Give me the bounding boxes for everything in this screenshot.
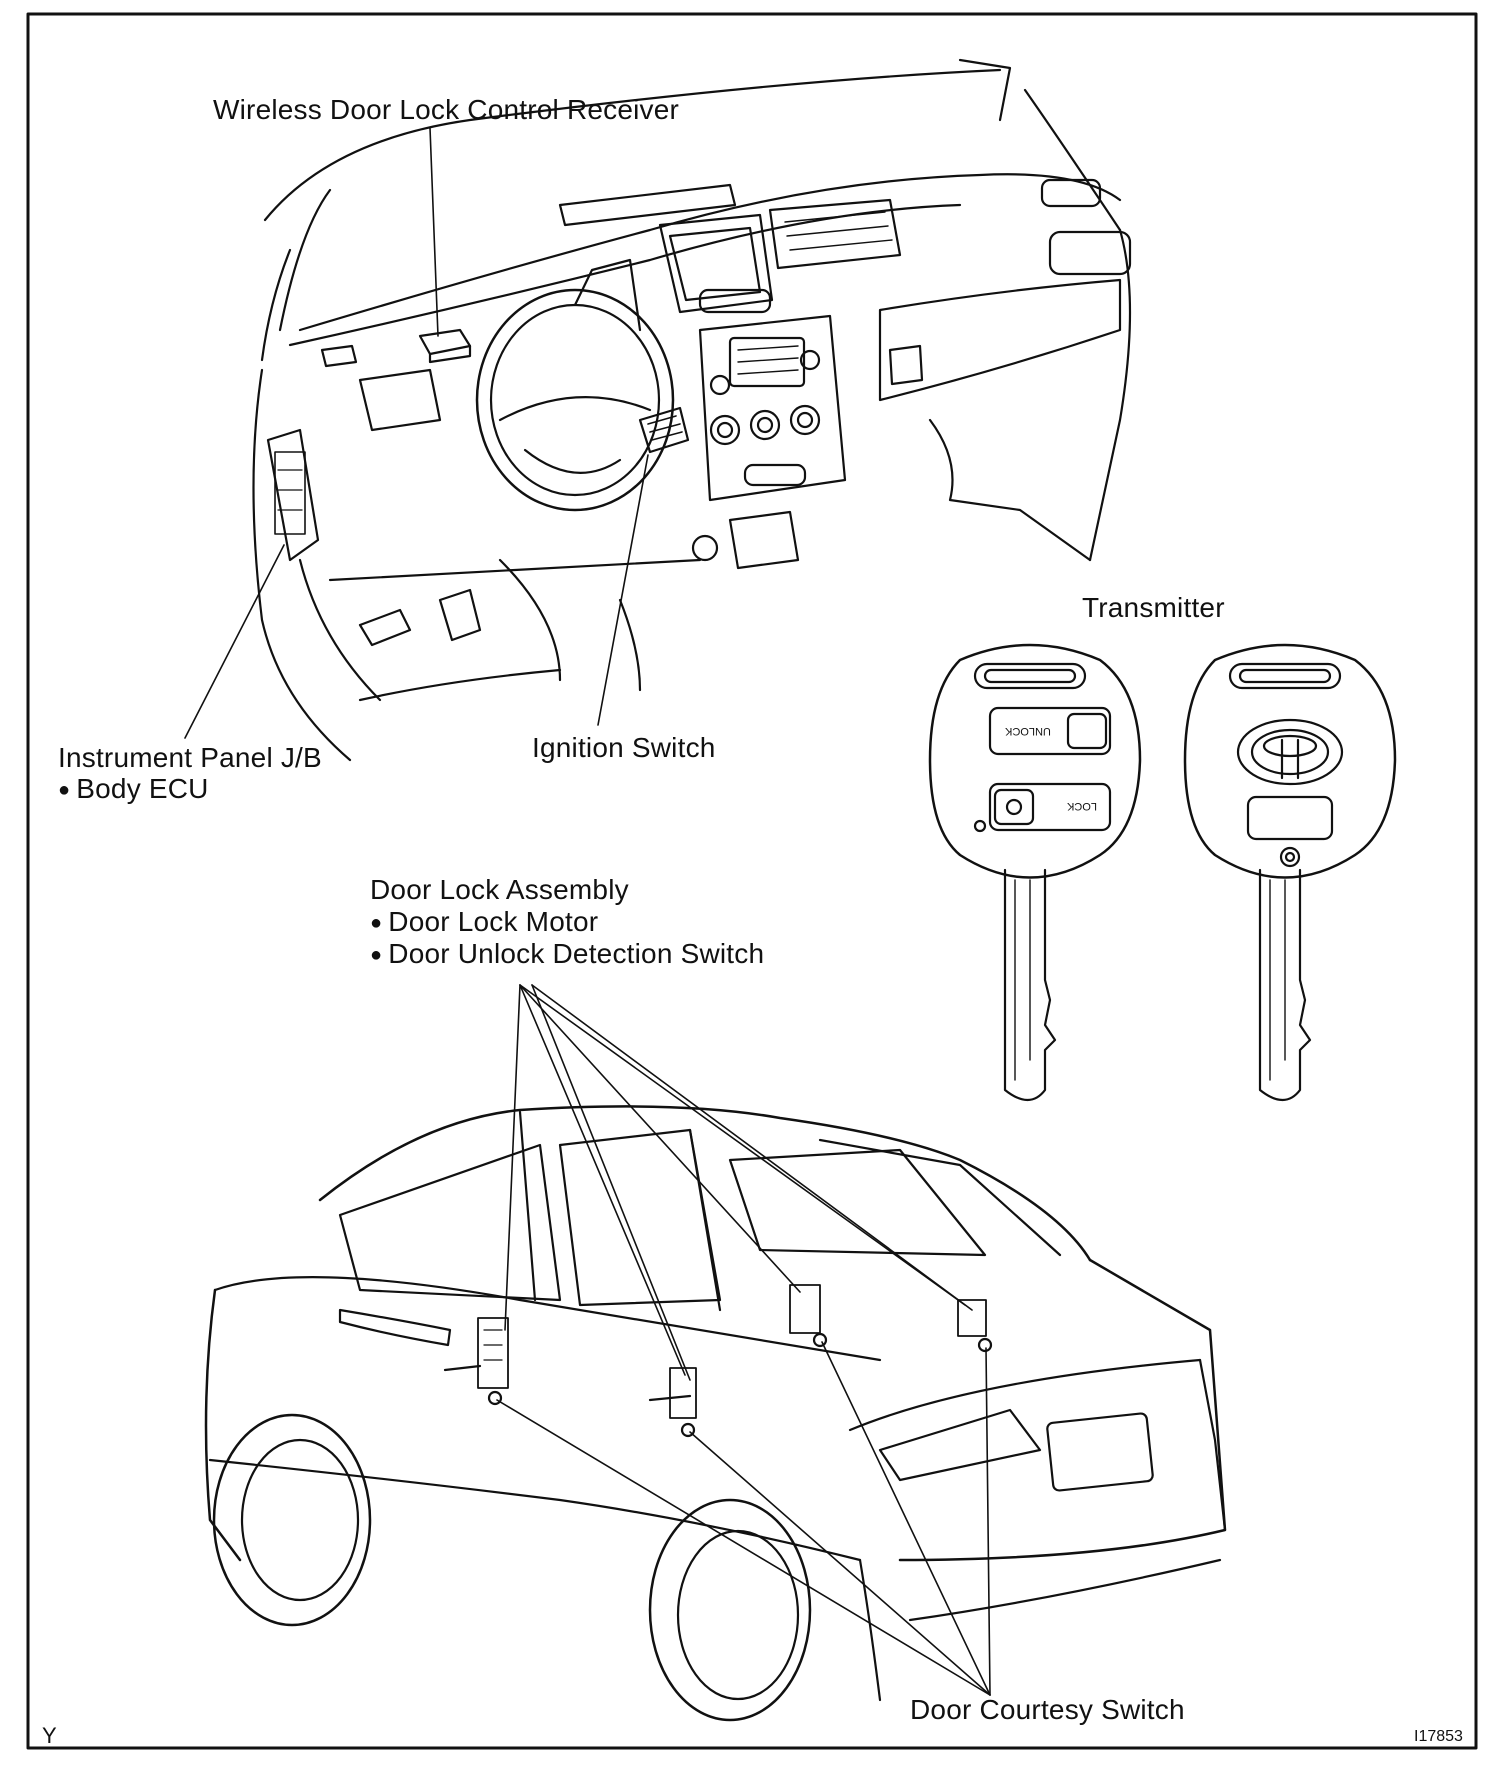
- car-leaders: [496, 984, 991, 1696]
- dashboard-illustration: [252, 58, 1132, 762]
- label-corner-y: Y: [42, 1723, 57, 1748]
- key-unlock-side: [928, 643, 1142, 1102]
- dashboard-leaders: [184, 127, 649, 739]
- key-unlock-text: UNLOCK: [1004, 725, 1051, 737]
- border: [26, 12, 1478, 1750]
- label-body-ecu: Body ECU: [76, 773, 209, 804]
- label-door-lock-motor-row: ●Door Lock Motor: [370, 906, 598, 939]
- label-door-courtesy-switch: Door Courtesy Switch: [910, 1694, 1185, 1725]
- bullet-icon: ●: [58, 779, 71, 801]
- label-wireless-receiver: Wireless Door Lock Control Receiver: [213, 94, 680, 125]
- label-door-lock-assembly: Door Lock Assembly: [370, 874, 629, 905]
- label-door-unlock-detection: Door Unlock Detection Switch: [388, 938, 765, 969]
- label-door-unlock-detection-row: ●Door Unlock Detection Switch: [370, 938, 764, 971]
- key-logo-side: [1183, 643, 1397, 1102]
- bullet-icon: ●: [370, 944, 383, 966]
- label-body-ecu-row: ●Body ECU: [58, 773, 209, 806]
- label-transmitter: Transmitter: [1082, 592, 1225, 623]
- label-instrument-panel: Instrument Panel J/B: [58, 742, 322, 773]
- label-ignition-switch: Ignition Switch: [532, 732, 716, 763]
- label-door-lock-motor: Door Lock Motor: [388, 906, 599, 937]
- key-lock-text: LOCK: [1066, 800, 1097, 812]
- car-illustration: [204, 1105, 1227, 1722]
- bullet-icon: ●: [370, 912, 383, 934]
- label-figure-code: I17853: [1414, 1728, 1463, 1745]
